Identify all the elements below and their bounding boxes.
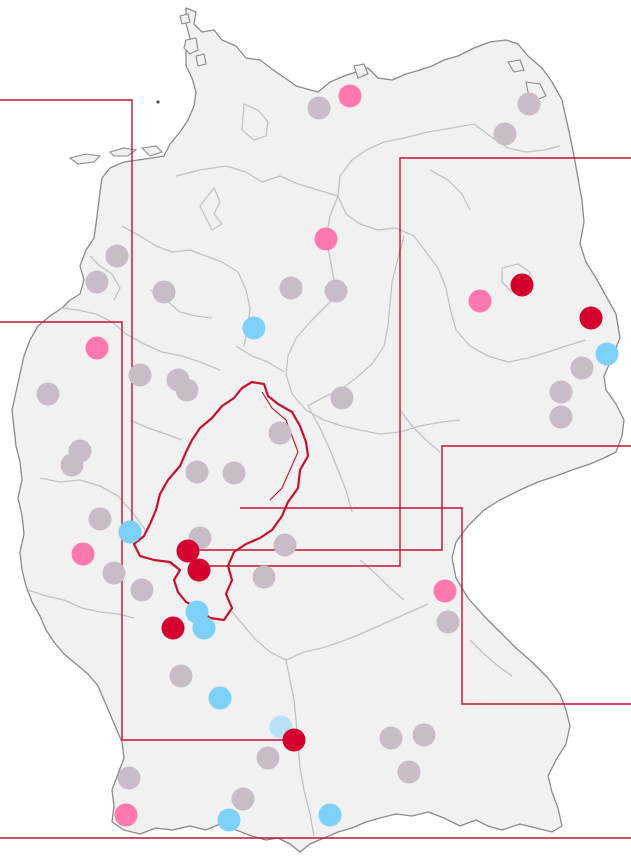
location-marker-grey [231, 787, 255, 811]
state-border [469, 639, 513, 677]
location-marker-pink [468, 289, 492, 313]
location-marker-grey [324, 279, 348, 303]
connector-line [206, 157, 631, 567]
location-marker-grey [436, 610, 460, 634]
location-marker-grey [379, 726, 403, 750]
state-border [199, 187, 223, 231]
location-marker-grey [117, 766, 141, 790]
location-marker-grey [549, 405, 573, 429]
island-shape [195, 53, 207, 67]
location-marker-grey [102, 561, 126, 585]
island-shape [68, 153, 102, 165]
state-border [89, 255, 121, 301]
location-marker-grey [36, 382, 60, 406]
location-marker-grey [128, 363, 152, 387]
location-marker-pink [114, 803, 138, 827]
island-shape [140, 145, 164, 157]
island-dot [156, 100, 160, 104]
location-marker-blue [242, 316, 266, 340]
state-border [337, 123, 475, 197]
state-border [285, 301, 331, 395]
location-marker-grey [268, 421, 292, 445]
land-layer [11, 7, 625, 853]
state-border [27, 589, 135, 619]
state-border [337, 195, 415, 237]
location-marker-grey [222, 461, 246, 485]
state-border [175, 165, 339, 197]
location-marker-grey [273, 533, 297, 557]
location-marker-blue [208, 686, 232, 710]
location-marker-grey [85, 270, 109, 294]
island-shape [507, 59, 525, 73]
location-marker-grey [256, 746, 280, 770]
location-marker-blue [318, 803, 342, 827]
state-border [129, 419, 183, 441]
germany-outline [11, 7, 625, 853]
location-marker-red [187, 558, 211, 582]
state-border [307, 405, 353, 513]
state-border [235, 345, 285, 373]
connector-line [240, 507, 631, 705]
location-marker-grey [185, 460, 209, 484]
location-markers [36, 84, 619, 832]
state-border [241, 103, 269, 141]
location-marker-grey [105, 244, 129, 268]
island-shape [179, 13, 191, 25]
island-shape [183, 37, 199, 55]
location-marker-pink [85, 336, 109, 360]
connector-line [186, 445, 631, 551]
location-marker-grey [130, 578, 154, 602]
location-marker-red [282, 728, 306, 752]
location-marker-blue [595, 342, 619, 366]
state-border [285, 603, 429, 661]
location-marker-red [161, 616, 185, 640]
location-marker-pink [314, 227, 338, 251]
state-border [473, 123, 561, 153]
island-shape [353, 63, 369, 79]
location-marker-blue [217, 808, 241, 832]
location-marker-grey [330, 386, 354, 410]
location-marker-grey [169, 664, 193, 688]
state-border [399, 409, 441, 453]
state-border [429, 169, 471, 211]
location-marker-grey [175, 378, 199, 402]
location-marker-red [176, 539, 200, 563]
location-marker-blue [192, 616, 216, 640]
location-marker-pink [71, 542, 95, 566]
state-border [413, 235, 587, 363]
location-marker-red [579, 306, 603, 330]
location-marker-grey [152, 280, 176, 304]
location-marker-grey [307, 96, 331, 120]
location-marker-grey [517, 92, 541, 116]
state-border [39, 477, 153, 549]
state-border [291, 393, 461, 435]
location-marker-grey [60, 453, 84, 477]
state-border [59, 307, 221, 371]
state-border [121, 225, 239, 273]
location-marker-grey [412, 723, 436, 747]
highlighted-state-inner-border [261, 391, 299, 501]
location-marker-grey [397, 760, 421, 784]
location-marker-grey [570, 356, 594, 380]
location-marker-grey [549, 380, 573, 404]
location-marker-grey [88, 507, 112, 531]
location-marker-red [510, 273, 534, 297]
location-marker-grey [252, 565, 276, 589]
location-marker-grey [493, 122, 517, 146]
state-border [359, 559, 405, 601]
island-shape [525, 81, 547, 101]
location-marker-pink [338, 84, 362, 108]
location-marker-grey [279, 276, 303, 300]
location-marker-blue [118, 520, 142, 544]
location-marker-pink [433, 579, 457, 603]
